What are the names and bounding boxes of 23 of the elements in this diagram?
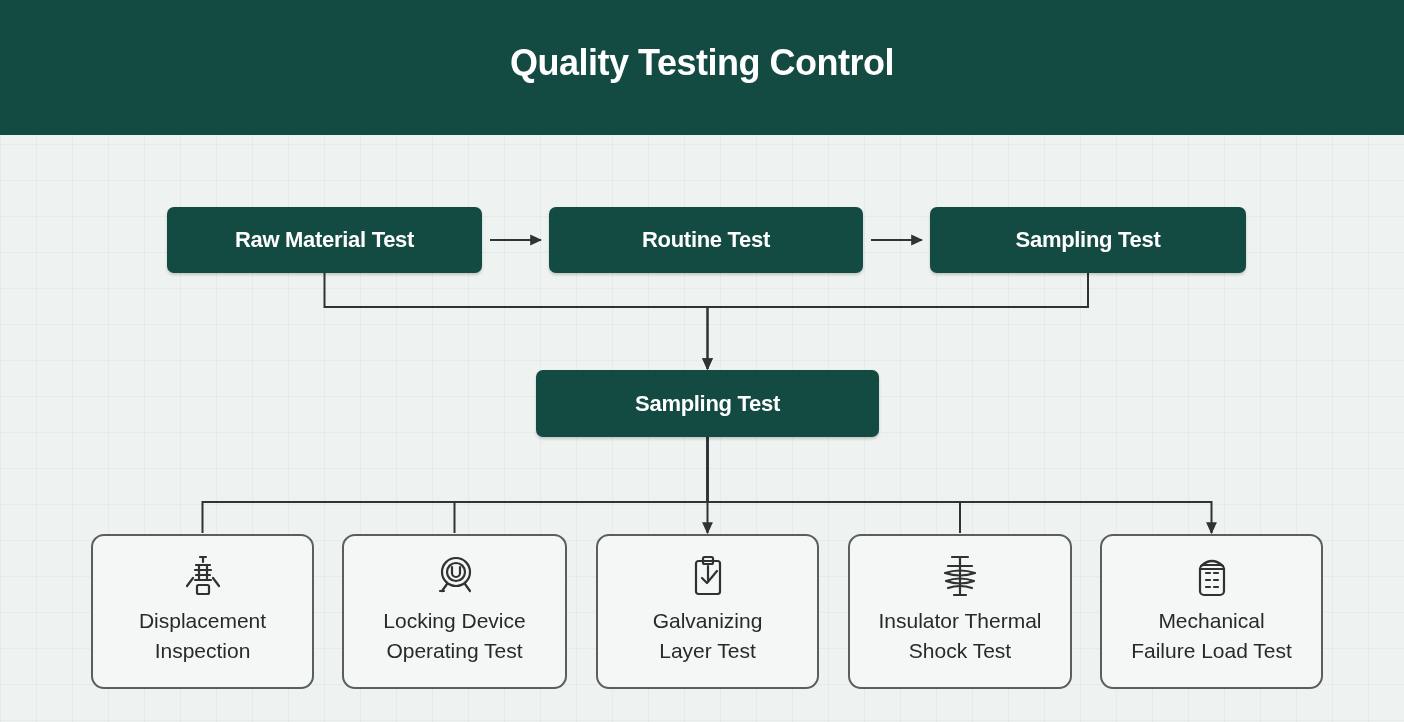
process-box (167, 207, 482, 273)
process-box (549, 207, 863, 273)
test-card (848, 534, 1072, 689)
box-label: Routine Test (642, 227, 770, 253)
arrow (489, 234, 543, 246)
process-box (536, 370, 879, 437)
test-card (342, 534, 567, 689)
arrow (702, 272, 1089, 371)
test-card (596, 534, 819, 689)
card-label: Insulator Thermal Shock Test (877, 608, 1043, 664)
process-box (930, 207, 1246, 273)
test-card (1100, 534, 1323, 689)
test-card (91, 534, 314, 689)
arrow (706, 436, 1217, 535)
card-label: Displacement Inspection (137, 608, 268, 664)
card-label: Galvanizing Layer Test (651, 608, 764, 664)
arrow (870, 234, 924, 246)
card-label: Mechanical Failure Load Test (1130, 608, 1293, 664)
card-label: Locking Device Operating Test (382, 608, 527, 664)
box-label: Sampling Test (1015, 227, 1161, 253)
box-label: Sampling Test (635, 390, 780, 417)
diagram-title: Quality Testing Control (510, 42, 894, 83)
box-label: Raw Material Test (234, 227, 415, 253)
